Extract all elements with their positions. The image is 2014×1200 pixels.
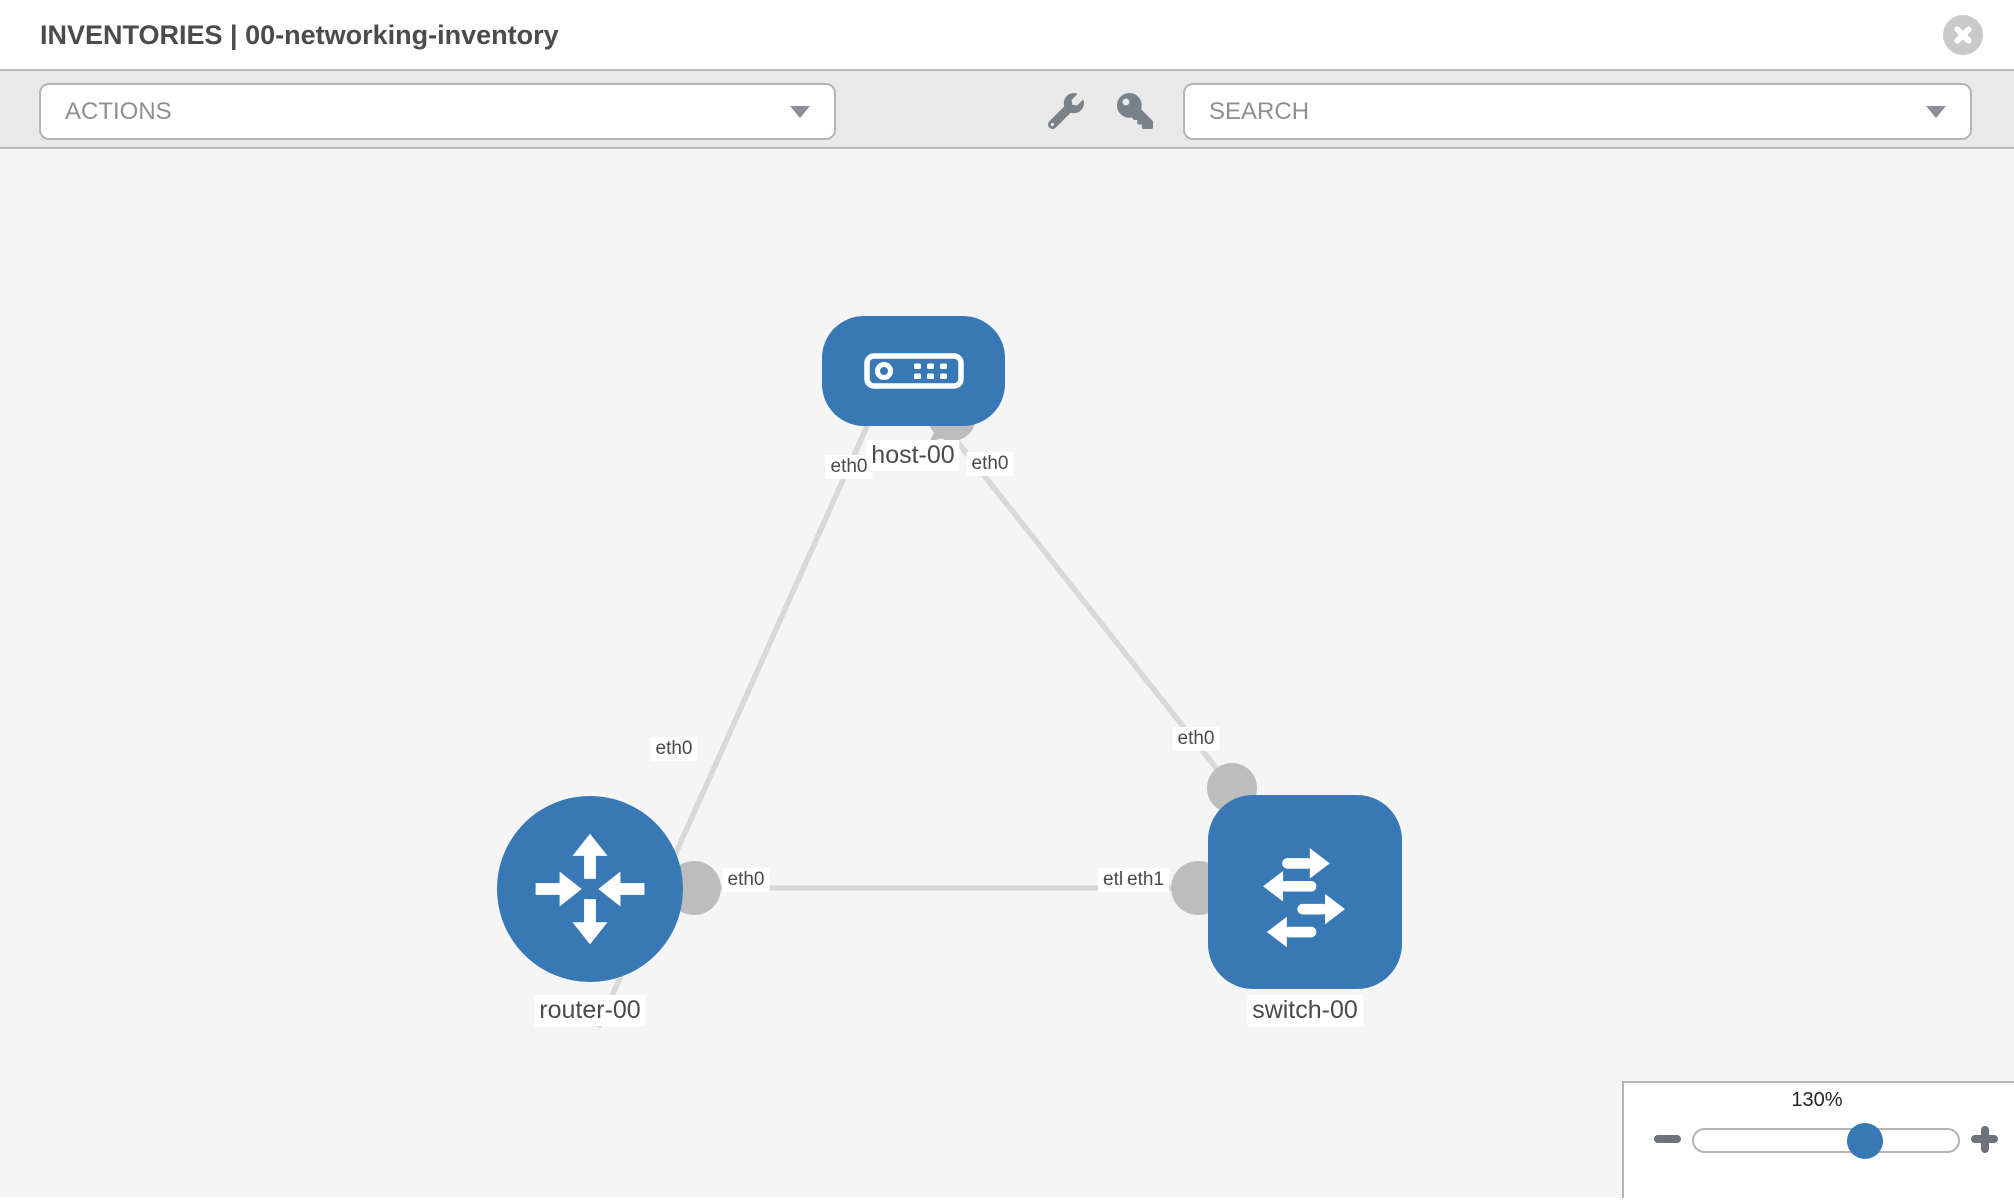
node-router-00[interactable] (497, 796, 683, 982)
key-button[interactable] (1117, 93, 1153, 129)
key-icon (1117, 93, 1153, 129)
node-switch-00[interactable] (1208, 795, 1402, 989)
if-label-link-eth0: eth0 (722, 868, 770, 892)
close-button[interactable] (1943, 15, 1983, 55)
zoom-slider-knob[interactable] (1847, 1123, 1883, 1159)
host-server-icon (863, 353, 964, 389)
zoom-level-label: 130% (1791, 1089, 1843, 1111)
wrench-button[interactable] (1047, 92, 1084, 130)
if-label-switch-eth0-top: eth0 (1172, 727, 1220, 751)
switch-arrows-icon (1263, 848, 1346, 948)
page-title: INVENTORIES | 00-networking-inventory (40, 20, 559, 50)
header: INVENTORIES | 00-networking-inventory (0, 0, 2014, 71)
if-label-host-eth0-left: eth0 (825, 455, 873, 479)
node-label-switch: switch-00 (1247, 995, 1363, 1027)
node-label-router: router-00 (534, 995, 646, 1027)
minus-icon (1654, 1135, 1681, 1143)
chevron-down-icon (790, 105, 810, 118)
topology-canvas[interactable]: host-00 router-00 switch-00 eth0 eth0 et… (0, 149, 2014, 1198)
wrench-icon (1047, 92, 1084, 130)
zoom-slider-track[interactable] (1692, 1128, 1960, 1153)
toolbar: ACTIONS SEARCH (0, 71, 2014, 149)
plus-icon (1980, 1125, 1989, 1153)
actions-dropdown[interactable]: ACTIONS (39, 83, 836, 140)
node-host-00[interactable] (822, 316, 1005, 426)
zoom-panel: 130% (1622, 1081, 2014, 1198)
search-dropdown[interactable]: SEARCH (1183, 83, 1972, 140)
if-label-host-eth0-right: eth0 (966, 452, 1014, 476)
node-label-host: host-00 (866, 440, 960, 472)
if-label-router-eth0-top: eth0 (650, 737, 698, 761)
if-label-link-eth1-front: eth1 (1122, 868, 1169, 892)
search-dropdown-label: SEARCH (1209, 97, 1310, 125)
topology-links-layer (595, 393, 1257, 1029)
zoom-out-button[interactable] (1646, 1127, 1690, 1157)
zoom-in-button[interactable] (1963, 1118, 2007, 1162)
router-arrows-icon (535, 833, 645, 945)
actions-dropdown-label: ACTIONS (65, 97, 172, 125)
chevron-down-icon (1926, 105, 1946, 118)
